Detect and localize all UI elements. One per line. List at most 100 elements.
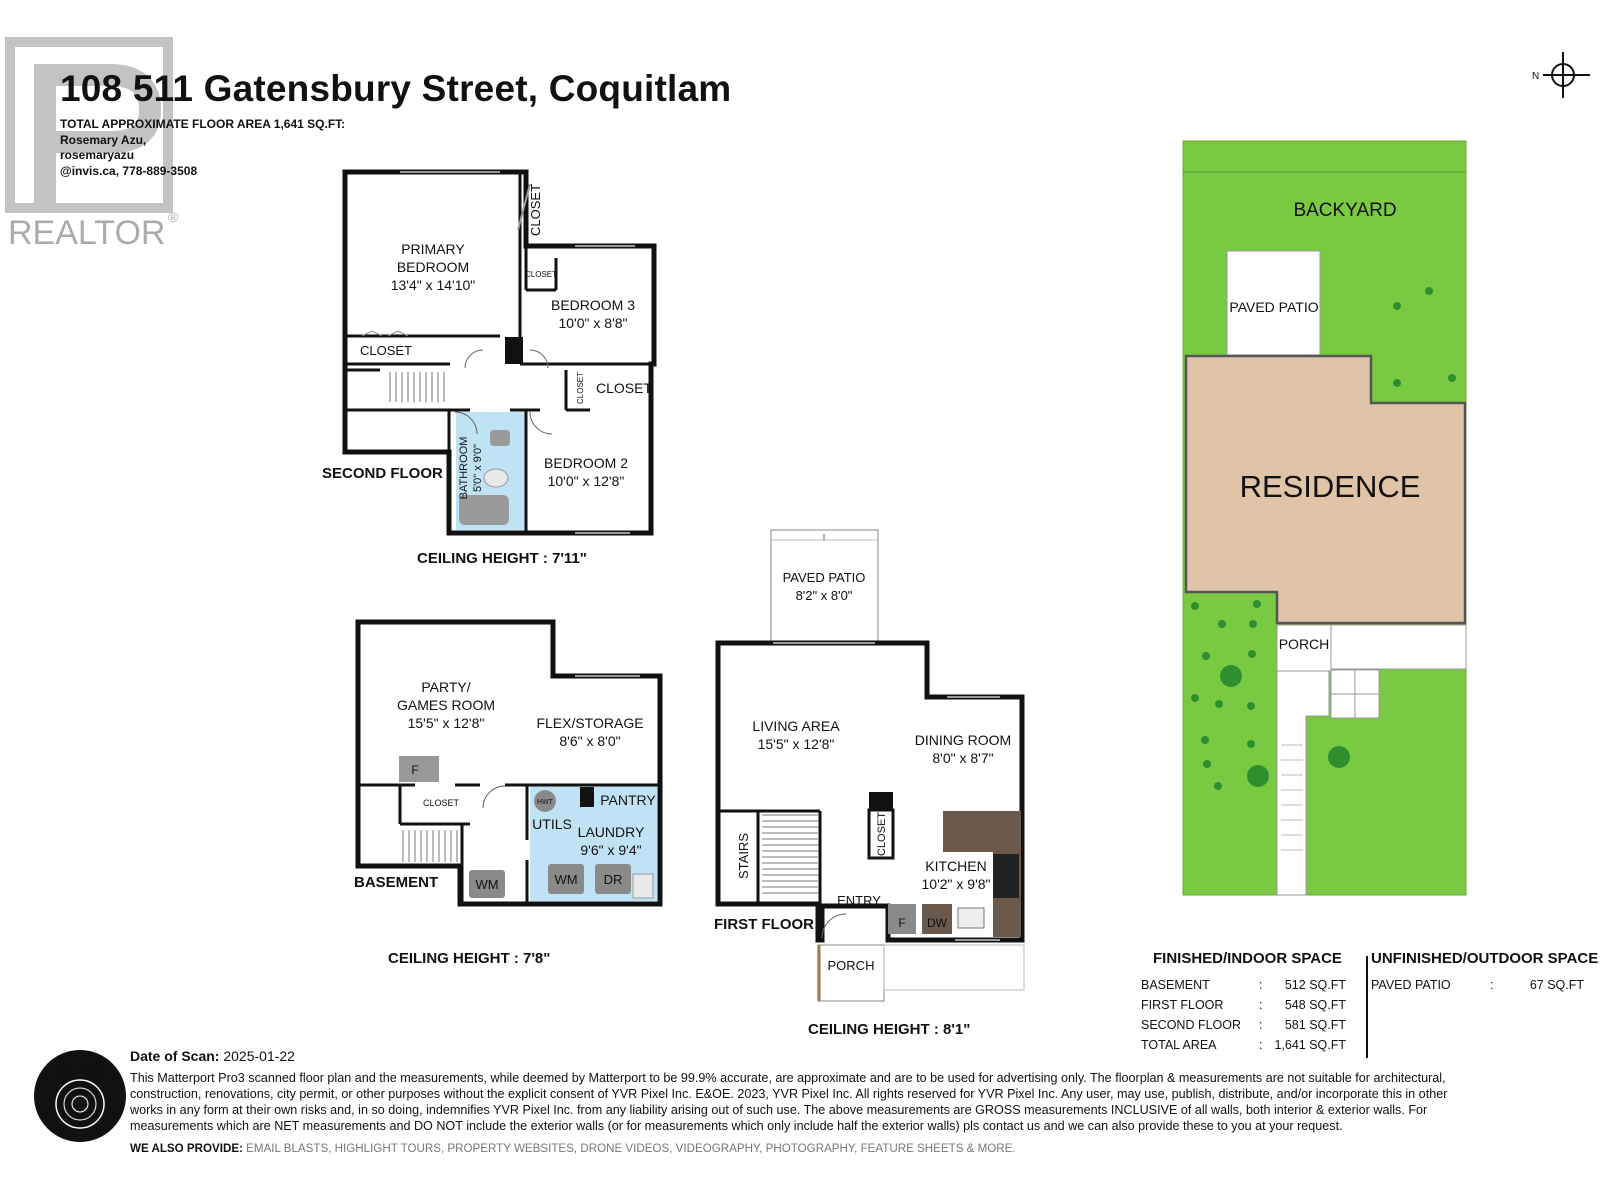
second-floor-plan: PRIMARY BEDROOM 13'4" x 14'10" BEDROOM 3…: [322, 169, 657, 567]
agent-email-user: rosemaryazu: [60, 148, 135, 162]
svg-text:®: ®: [168, 209, 179, 225]
yvr-pixel-logo-text: YVR PIXEL: [51, 1067, 109, 1079]
room-dimensions: 5'0" x 9'0": [472, 444, 484, 492]
services-line: WE ALSO PROVIDE: EMAIL BLASTS, HIGHLIGHT…: [130, 1142, 1016, 1155]
room-name: BEDROOM: [397, 259, 469, 275]
site-porch-label: PORCH: [1279, 636, 1330, 652]
total-area-line: TOTAL APPROXIMATE FLOOR AREA 1,641 SQ.FT…: [60, 117, 346, 131]
washer-label: WM: [554, 872, 577, 887]
area-row-value: 67 SQ.FT: [1530, 978, 1585, 992]
first-floor-plan: PAVED PATIO 8'2" x 8'0" LIVING AREA 15'5…: [714, 529, 1025, 1038]
fridge-label: F: [898, 916, 905, 930]
room-name: PARTY/: [421, 679, 470, 695]
area-row-label: PAVED PATIO: [1371, 978, 1451, 992]
subtitle-block: TOTAL APPROXIMATE FLOOR AREA 1,641 SQ.FT…: [60, 117, 345, 179]
room-dimensions: 10'2" x 9'8": [922, 876, 991, 892]
fridge-label: F: [411, 763, 418, 777]
agent-name: Rosemary Azu,: [60, 132, 147, 147]
room-name: KITCHEN: [925, 858, 986, 874]
room-dimensions: 8'0" x 8'7": [932, 750, 993, 766]
compass-north-label: N: [1532, 71, 1539, 82]
hwt-label: HWT: [537, 799, 554, 806]
second-floor-stairs: [389, 372, 445, 402]
room-name: PAVED PATIO: [783, 570, 866, 585]
area-row-label: FIRST FLOOR: [1141, 998, 1223, 1012]
room-name: BEDROOM 2: [544, 455, 628, 471]
room-dimensions: 10'0" x 12'8": [548, 473, 625, 489]
area-row-sep: :: [1259, 1018, 1262, 1032]
area-row-value: 548 SQ.FT: [1285, 998, 1346, 1012]
services-label: WE ALSO PROVIDE:: [130, 1142, 243, 1155]
scan-date-label: Date of Scan:: [130, 1048, 220, 1064]
area-row-sep: :: [1490, 978, 1493, 992]
bathtub-icon: [459, 495, 509, 525]
room-dimensions: 8'2" x 8'0": [796, 588, 853, 603]
room-dimensions: 15'5" x 12'8": [408, 715, 485, 731]
floor-label: BASEMENT: [354, 874, 438, 891]
room-name: FLEX/STORAGE: [536, 715, 643, 731]
room-dimensions: 8'6" x 8'0": [559, 733, 620, 749]
room-name: PRIMARY: [401, 241, 465, 257]
realtor-logo: REALTOR ®: [5, 37, 179, 252]
room-dimensions: 13'4" x 14'10": [391, 277, 476, 293]
area-row-value: 512 SQ.FT: [1285, 978, 1346, 992]
dishwasher-label: DW: [927, 916, 948, 930]
closet-label: CLOSET: [576, 372, 585, 404]
washer-icon: [548, 864, 584, 894]
pantry-label: PANTRY: [600, 792, 656, 808]
finished-space-title: FINISHED/INDOOR SPACE: [1153, 950, 1342, 967]
disclaimer-line: works in any form at their own risks and…: [130, 1103, 1428, 1117]
area-table: FINISHED/INDOOR SPACE UNFINISHED/OUTDOOR…: [1141, 950, 1598, 1058]
residence-footprint: [1184, 354, 1467, 625]
disclaimer-line: This Matterport Pro3 scanned floor plan …: [130, 1071, 1446, 1085]
site-plan: BACKYARD PAVED PATIO RESIDENCE PORCH: [1182, 140, 1467, 896]
first-floor-stairs: [762, 814, 818, 894]
room-dimensions: 10'0" x 8'8": [559, 315, 628, 331]
floor-label: FIRST FLOOR: [714, 916, 814, 933]
sink-icon: [490, 430, 510, 446]
paved-patio: [770, 529, 879, 644]
area-row-sep: :: [1259, 1038, 1262, 1052]
room-dimensions: 9'6" x 9'4": [580, 842, 641, 858]
ceiling-height: CEILING HEIGHT : 7'8": [388, 950, 550, 967]
backyard-label: BACKYARD: [1293, 200, 1396, 221]
ceiling-height: CEILING HEIGHT : 8'1": [808, 1021, 970, 1038]
closet-label: CLOSET: [596, 380, 652, 396]
agent-contact: @invis.ca, 778-889-3508: [60, 163, 198, 178]
room-name: BEDROOM 3: [551, 297, 635, 313]
closet-label: CLOSET: [423, 798, 460, 808]
residence-label: RESIDENCE: [1240, 469, 1421, 504]
scan-date-line: Date of Scan: 2025-01-22: [130, 1048, 295, 1064]
sink-icon: [632, 873, 654, 899]
closet-label: CLOSET: [360, 343, 412, 358]
closet-label: CLOSET: [876, 812, 888, 856]
area-row-label: BASEMENT: [1141, 978, 1210, 992]
room-name: DINING ROOM: [915, 732, 1011, 748]
basement-stairs: [402, 830, 458, 862]
dishwasher-icon: [922, 904, 952, 934]
ceiling-height: CEILING HEIGHT : 7'11": [417, 550, 587, 567]
porch-label: PORCH: [828, 958, 875, 973]
washer-icon: [469, 870, 505, 898]
stove-icon: [993, 854, 1019, 898]
area-row-value: 1,641 SQ.FT: [1274, 1038, 1346, 1052]
realtor-logo-text: REALTOR: [8, 214, 165, 252]
room-name: LIVING AREA: [752, 718, 840, 734]
room-name: GAMES ROOM: [397, 697, 495, 713]
site-porch: [1276, 624, 1332, 672]
room-name: BATHROOM: [458, 437, 470, 500]
disclaimer-line: construction, renovations, city permit, …: [130, 1087, 1448, 1101]
floor-label: SECOND FLOOR: [322, 465, 443, 482]
toilet-icon: [483, 468, 509, 488]
front-porch: [817, 944, 885, 1002]
area-row-label: TOTAL AREA: [1141, 1038, 1217, 1052]
room-name: LAUNDRY: [578, 824, 645, 840]
dryer-label: DR: [604, 872, 623, 887]
room-dimensions: 15'5" x 12'8": [758, 736, 835, 752]
basement-plan: PARTY/ GAMES ROOM 15'5" x 12'8" FLEX/STO…: [354, 619, 663, 967]
stairs-label: STAIRS: [736, 833, 751, 879]
washer-label: WM: [475, 877, 498, 892]
disclaimer-line: measurements which are NET measurements …: [130, 1119, 1343, 1133]
closet-label: CLOSET: [528, 184, 543, 236]
site-patio-label: PAVED PATIO: [1229, 299, 1318, 315]
